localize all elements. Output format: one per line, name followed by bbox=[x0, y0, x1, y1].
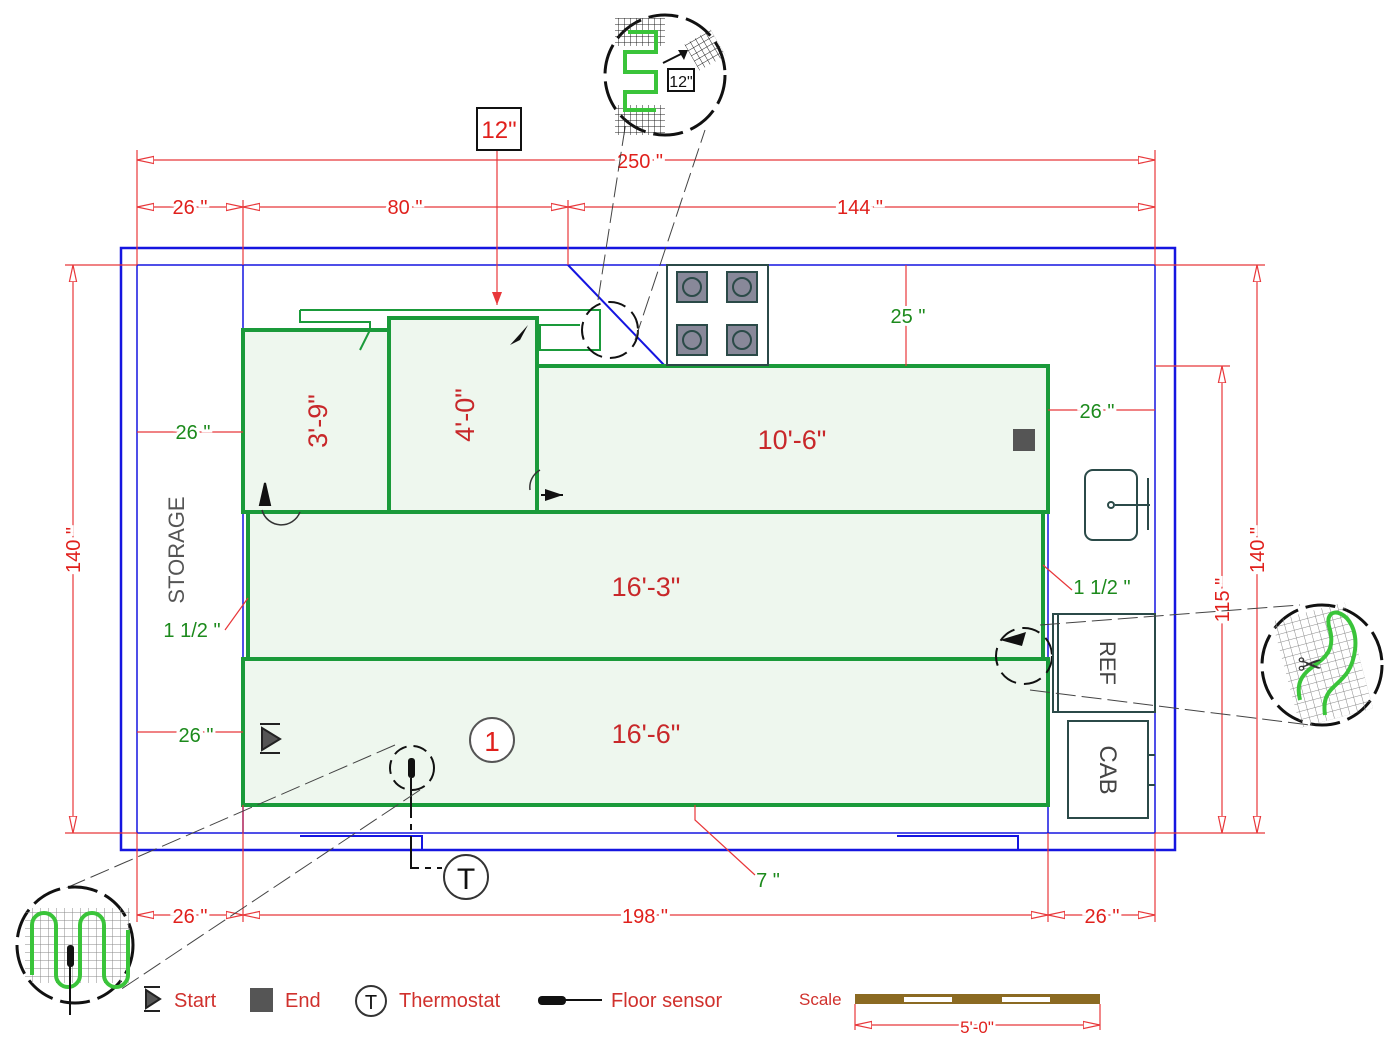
legend-start-icon bbox=[144, 986, 162, 1012]
clear-right-top: 26 " bbox=[1080, 401, 1115, 423]
room-number-badge bbox=[469, 717, 515, 763]
room-number: 1 bbox=[484, 726, 500, 757]
scale-value: 5'-0" bbox=[960, 1018, 994, 1037]
dim-top-mid: 80 " bbox=[388, 197, 423, 219]
scale-bar bbox=[854, 994, 1101, 1030]
zone-e[interactable] bbox=[241, 657, 1050, 807]
thermostat-symbol: T bbox=[457, 863, 475, 896]
legend-sensor-icon bbox=[538, 996, 566, 1005]
cable-run bbox=[299, 309, 601, 351]
detail-right: ✂ bbox=[1260, 602, 1384, 728]
ref-label: REF bbox=[1095, 641, 1120, 685]
detail-bottom-left bbox=[15, 885, 135, 1015]
end-icon bbox=[1013, 429, 1035, 451]
detail-label: 12" bbox=[669, 74, 692, 91]
clear-bottom: 7 " bbox=[756, 870, 780, 892]
legend-start: Start bbox=[174, 990, 217, 1012]
zone-d[interactable] bbox=[246, 510, 1045, 661]
dim-bottom-left: 26 " bbox=[173, 906, 208, 928]
appliances bbox=[666, 264, 1156, 819]
clear-right-gap: 1 1/2 " bbox=[1073, 577, 1130, 599]
thermostat-icon[interactable] bbox=[443, 854, 489, 900]
detail-top: 12" bbox=[603, 13, 727, 137]
markers: 1 T bbox=[258, 301, 1053, 900]
legend: Start End T Thermostat Floor sensor Scal… bbox=[144, 985, 1101, 1040]
legend-thermostat: Thermostat bbox=[399, 990, 501, 1012]
heating-zones: 3'-9" 4'-0" 10'-6" 16'-3" 16'-6" bbox=[241, 309, 1050, 807]
zone-a-label: 3'-9" bbox=[303, 394, 333, 448]
dim-left-height: 140 " bbox=[63, 527, 85, 573]
dim-top-left: 26 " bbox=[173, 197, 208, 219]
stove-icon bbox=[666, 264, 769, 366]
ref-box bbox=[1052, 613, 1156, 713]
zone-c-label: 10'-6" bbox=[758, 425, 827, 455]
zone-b-label: 4'-0" bbox=[450, 388, 480, 442]
zone-d-label: 16'-3" bbox=[612, 572, 681, 602]
title-box-label: 12" bbox=[481, 117, 516, 144]
cab-box bbox=[1067, 720, 1149, 819]
legend-floor-sensor: Floor sensor bbox=[611, 990, 722, 1012]
detail-callouts bbox=[49, 114, 1311, 991]
legend-end: End bbox=[285, 990, 321, 1012]
storage-label: STORAGE bbox=[164, 496, 189, 603]
cab-label: CAB bbox=[1094, 745, 1121, 794]
clear-left-bottom: 26 " bbox=[179, 725, 214, 747]
legend-end-icon bbox=[250, 988, 273, 1012]
zone-b[interactable] bbox=[387, 316, 539, 514]
legend-scale: Scale bbox=[799, 990, 842, 1009]
start-icon bbox=[260, 723, 282, 754]
legend-thermostat-symbol: T bbox=[365, 992, 377, 1014]
dim-top-right: 144 " bbox=[837, 197, 883, 219]
zone-e-label: 16'-6" bbox=[612, 719, 681, 749]
zone-c[interactable] bbox=[535, 364, 1050, 514]
dim-right-inner: 115 " bbox=[1212, 578, 1234, 623]
dim-top-total: 250 " bbox=[617, 151, 663, 173]
clear-left-top: 26 " bbox=[176, 422, 211, 444]
dim-bottom-mid: 198 " bbox=[622, 906, 668, 928]
dim-bottom-right: 26 " bbox=[1085, 906, 1120, 928]
dimension-lines: 250 " 26 " 80 " 144 " 140 " 140 " 115 " … bbox=[60, 107, 1272, 931]
title-box bbox=[476, 107, 522, 151]
clear-stove: 25 " bbox=[891, 306, 926, 328]
legend-thermostat-icon bbox=[355, 985, 387, 1017]
dim-right-height: 140 " bbox=[1247, 527, 1269, 573]
scissors-icon: ✂ bbox=[1297, 649, 1322, 682]
clear-left-gap: 1 1/2 " bbox=[163, 620, 220, 642]
